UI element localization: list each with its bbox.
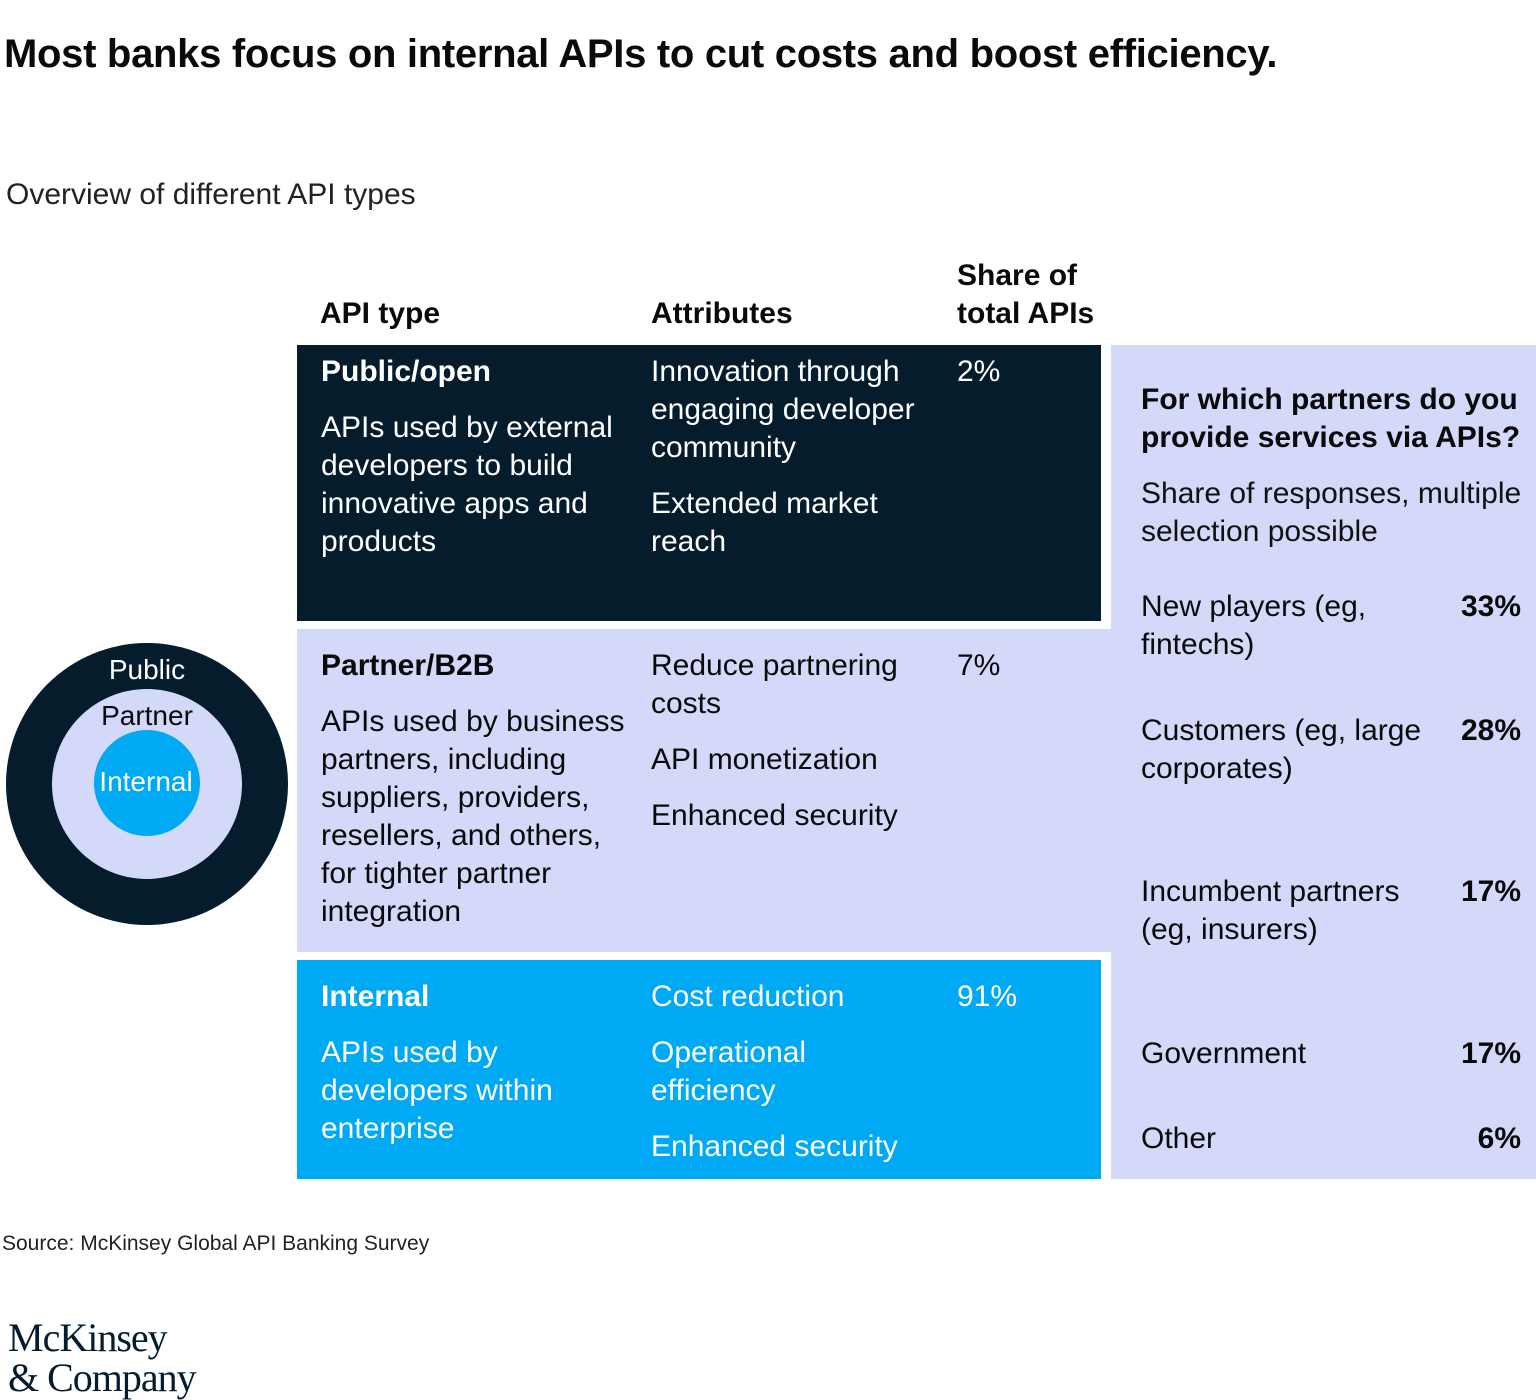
share-value-public: 2% <box>957 355 1001 388</box>
attribute-item: Extended market reach <box>651 487 878 558</box>
column-header-attributes: Attributes <box>651 297 793 330</box>
type-description-public: APIs used by external developers to buil… <box>321 411 613 558</box>
row-internal: Internal APIs used by developers within … <box>297 960 1101 1179</box>
response-value: 28% <box>1460 714 1521 747</box>
response-value: 17% <box>1460 875 1521 908</box>
partners-note: Share of responses, multiple selection p… <box>1141 477 1522 548</box>
share-value-partner: 7% <box>957 649 1001 682</box>
mckinsey-logo: McKinsey & Company <box>8 1315 197 1400</box>
type-cell-partner: Partner/B2B APIs used by business partne… <box>321 647 639 931</box>
logo-line-1: McKinsey <box>8 1315 168 1360</box>
attribute-item: Enhanced security <box>651 799 898 832</box>
response-label: New players (eg, fintechs) <box>1141 590 1367 661</box>
response-label: Incumbent partners (eg, insurers) <box>1141 875 1400 946</box>
type-name-public: Public/open <box>321 355 492 388</box>
attribute-item: Enhanced security <box>651 1130 898 1163</box>
type-description-internal: APIs used by developers within enterpris… <box>321 1036 553 1145</box>
chart-subtitle: Overview of different API types <box>6 178 416 211</box>
source-note: Source: McKinsey Global API Banking Surv… <box>2 1232 430 1255</box>
type-cell-internal: Internal APIs used by developers within … <box>321 978 621 1148</box>
row-partner: Partner/B2B APIs used by business partne… <box>297 629 1136 952</box>
partners-panel: For which partners do you provide servic… <box>1111 345 1536 1179</box>
ring-label-internal: Internal <box>99 766 192 797</box>
response-value: 6% <box>1477 1122 1521 1155</box>
attributes-cell-internal: Cost reduction Operational efficiency En… <box>651 978 931 1166</box>
chart-title: Most banks focus on internal APIs to cut… <box>4 32 1278 76</box>
response-label: Other <box>1141 1122 1217 1155</box>
column-header-type: API type <box>320 297 441 330</box>
row-public: Public/open APIs used by external develo… <box>297 345 1101 621</box>
share-value-internal: 91% <box>957 980 1018 1013</box>
response-label: Government <box>1141 1037 1307 1070</box>
column-header-share-line1: Share of <box>957 259 1078 292</box>
ring-label-partner: Partner <box>101 700 193 731</box>
attribute-item: Operational efficiency <box>651 1036 807 1107</box>
column-header-share-line2: total APIs <box>957 297 1095 330</box>
partners-question: For which partners do you provide servic… <box>1141 383 1521 454</box>
type-name-internal: Internal <box>321 980 430 1013</box>
type-description-partner: APIs used by business partners, includin… <box>321 705 625 928</box>
attributes-cell-public: Innovation through engaging developer co… <box>651 353 921 561</box>
api-rings-diagram: Public Partner Internal <box>6 643 288 925</box>
type-name-partner: Partner/B2B <box>321 649 495 682</box>
attribute-item: API monetization <box>651 743 878 776</box>
ring-label-public: Public <box>109 654 185 685</box>
response-value: 17% <box>1460 1037 1521 1070</box>
ring-internal <box>94 730 200 836</box>
response-label: Customers (eg, large corporates) <box>1141 714 1422 785</box>
column-header-share: Share of total APIs <box>957 257 1094 333</box>
attribute-item: Cost reduction <box>651 980 845 1013</box>
type-cell-public: Public/open APIs used by external develo… <box>321 353 621 561</box>
logo-line-2: & Company <box>8 1355 197 1400</box>
attribute-item: Innovation through engaging developer co… <box>651 355 915 464</box>
attributes-cell-partner: Reduce partnering costs API monetization… <box>651 647 921 835</box>
response-value: 33% <box>1460 590 1521 623</box>
attribute-item: Reduce partnering costs <box>651 649 898 720</box>
